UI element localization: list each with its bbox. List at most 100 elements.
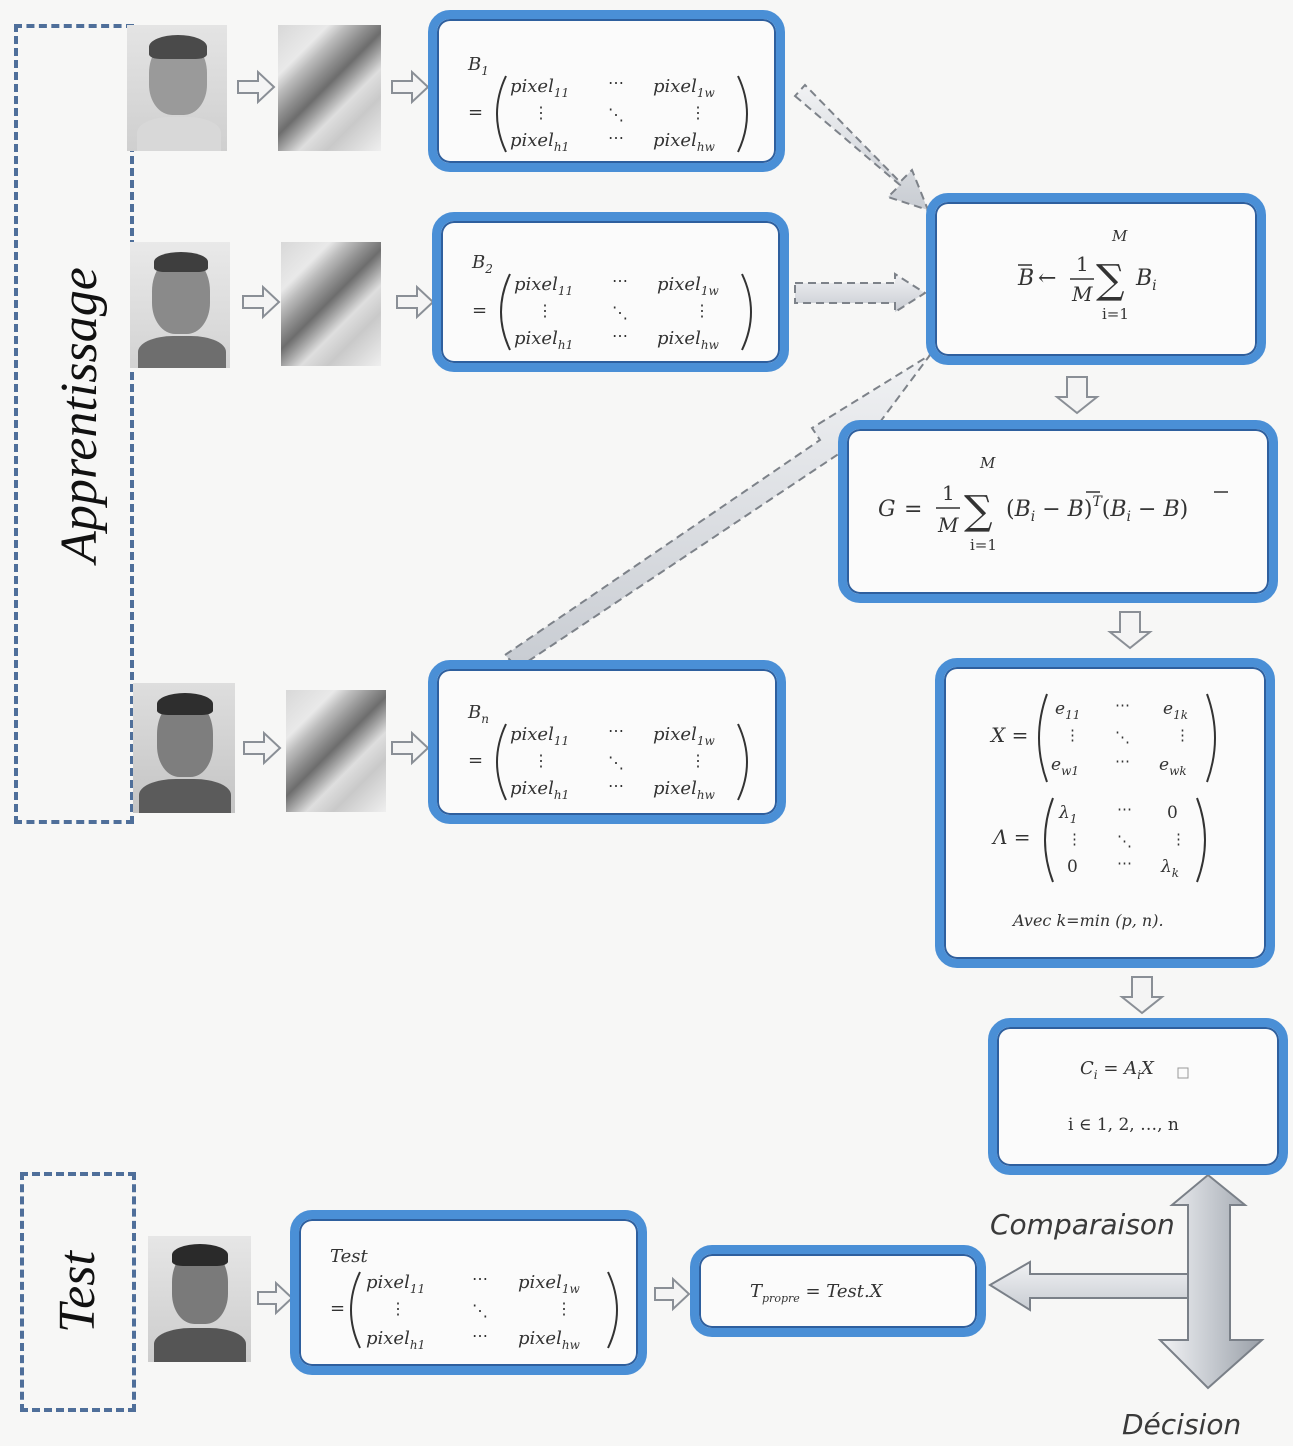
svg-text:pixel1w: pixel1w	[657, 274, 719, 298]
svg-text:⋯: ⋯	[1117, 854, 1132, 872]
svg-text:M: M	[979, 454, 996, 472]
dashed-arrow-b2-to-mean	[794, 272, 927, 314]
svg-text:pixel11: pixel11	[510, 724, 569, 748]
comparison-decision-arrow	[988, 1173, 1265, 1390]
svg-text:Λ =: Λ =	[991, 825, 1031, 849]
arrow-facetest-to-test	[257, 1280, 294, 1316]
dashed-arrow-bn-to-mean	[503, 354, 931, 670]
svg-text:pixelhw: pixelhw	[657, 328, 720, 352]
matrix-box-bn	[428, 660, 786, 824]
svg-text:B1: B1	[467, 54, 489, 78]
svg-text:∑: ∑	[1096, 257, 1125, 303]
svg-text:1: 1	[1076, 252, 1089, 276]
svg-text:B: B	[1017, 266, 1034, 291]
dashed-arrow-b1-to-mean	[793, 83, 930, 212]
svg-text:pixelh1: pixelh1	[510, 778, 569, 802]
rotated-image-2	[281, 242, 381, 366]
svg-text:pixel11: pixel11	[514, 274, 573, 298]
svg-text:⋱: ⋱	[608, 105, 624, 124]
svg-text:⋱: ⋱	[1115, 728, 1130, 746]
svg-text:⋯: ⋯	[1117, 800, 1132, 818]
svg-text:i=1: i=1	[970, 536, 997, 554]
arrow-rot2-to-b2	[396, 284, 435, 320]
svg-text:⋮: ⋮	[556, 1299, 572, 1318]
arrow-facen-to-rotn	[243, 730, 282, 766]
svg-text:⋮: ⋮	[1171, 830, 1186, 848]
svg-text:G: G	[878, 497, 896, 522]
svg-text:⋮: ⋮	[694, 301, 710, 320]
svg-text:pixel11: pixel11	[510, 76, 569, 100]
arrow-face1-to-rot1	[237, 69, 276, 105]
test-section-frame	[20, 1172, 136, 1412]
with-k-note: Avec k=min (p, n).	[1011, 911, 1164, 930]
svg-text:⋱: ⋱	[472, 1301, 488, 1320]
svg-text:Ci = AiX: Ci = AiX	[1080, 1058, 1155, 1082]
svg-text:⋯: ⋯	[612, 326, 628, 345]
covariance-box	[838, 420, 1278, 603]
arrow-mean-to-cov	[1054, 376, 1100, 415]
svg-text:⋯: ⋯	[472, 1326, 488, 1345]
face-image-1	[127, 25, 227, 151]
svg-text:i=1: i=1	[1102, 305, 1129, 323]
rotated-image-n	[286, 690, 386, 812]
test-matrix: Test = pixel11 ⋯ pixel1w ⋮ ⋱ ⋮ pixelh1 ⋯…	[330, 1246, 618, 1352]
svg-text:=: =	[330, 1298, 345, 1319]
matrix-bn: Bn = pixel11 ⋯ pixel1w ⋮ ⋱ ⋮ pixelh1 ⋯ p…	[467, 702, 748, 802]
svg-text:⋮: ⋮	[690, 751, 706, 770]
svg-text:B2: B2	[471, 252, 493, 276]
svg-text:pixelhw: pixelhw	[653, 130, 716, 154]
arrow-rot1-to-b1	[391, 69, 430, 105]
svg-text:λk: λk	[1160, 857, 1179, 880]
svg-text:⋯: ⋯	[608, 73, 624, 92]
svg-text:=: =	[468, 750, 483, 771]
svg-text:pixelh1: pixelh1	[514, 328, 573, 352]
svg-text:⋯: ⋯	[612, 271, 628, 290]
arrow-face2-to-rot2	[242, 284, 281, 320]
rotated-image-1	[278, 25, 381, 151]
svg-text:0: 0	[1167, 803, 1178, 823]
svg-text:⋯: ⋯	[1115, 696, 1130, 714]
svg-text:=: =	[468, 102, 483, 123]
svg-text:pixel1w: pixel1w	[518, 1272, 580, 1296]
eigen-formulas: X = e11 ⋯ e1k ⋮ ⋱ ⋮ ew1 ⋯ ewk Λ = λ1 ⋯ 0…	[989, 693, 1216, 930]
svg-text:⋮: ⋮	[537, 301, 553, 320]
arrow-rotn-to-bn	[391, 730, 430, 766]
svg-text:⋮: ⋮	[1067, 830, 1082, 848]
matrix-b2: B2 = pixel11 ⋯ pixel1w ⋮ ⋱ ⋮ pixelh1 ⋯ p…	[471, 252, 752, 352]
test-projection-formula: Tpropre = Test.X	[750, 1281, 884, 1305]
test-projection-box	[690, 1245, 986, 1337]
svg-text:⋮: ⋮	[690, 103, 706, 122]
svg-text:M: M	[1111, 227, 1128, 245]
mean-box	[926, 193, 1266, 365]
decision-label: Décision	[1122, 1408, 1242, 1441]
arrow-eig-to-proj	[1119, 976, 1165, 1015]
svg-text:ew1: ew1	[1051, 755, 1079, 778]
svg-text:⋯: ⋯	[608, 776, 624, 795]
svg-text:⋮: ⋮	[1175, 726, 1190, 744]
projection-box	[988, 1018, 1288, 1175]
svg-text:M: M	[1071, 282, 1093, 306]
svg-text:Test: Test	[330, 1246, 368, 1267]
svg-text:⋯: ⋯	[472, 1269, 488, 1288]
svg-text:(Bi − B)T(Bi − B): (Bi − B)T(Bi − B)	[1006, 494, 1188, 525]
svg-text:0: 0	[1067, 857, 1078, 877]
svg-text:X =: X =	[989, 723, 1028, 747]
covariance-formula: G = 1 M ∑ M i=1 (Bi − B)T(Bi − B)	[878, 454, 1228, 554]
svg-text:Bn: Bn	[467, 702, 489, 726]
svg-text:⋯: ⋯	[608, 721, 624, 740]
svg-text:⋮: ⋮	[1065, 726, 1080, 744]
svg-text:⋮: ⋮	[533, 751, 549, 770]
svg-text:⋱: ⋱	[1117, 832, 1132, 850]
svg-text:⋮: ⋮	[533, 103, 549, 122]
svg-text:←: ←	[1038, 266, 1056, 291]
matrix-box-b1	[428, 10, 785, 172]
comparison-label: Comparaison	[990, 1208, 1175, 1241]
projection-formula: Ci = AiX i ∈ 1, 2, …, n	[1068, 1058, 1189, 1135]
svg-text:pixel11: pixel11	[366, 1272, 425, 1296]
arrow-test-to-tpropre	[654, 1276, 691, 1312]
svg-text:pixelhw: pixelhw	[518, 1328, 581, 1352]
mean-formula: B ← 1 M ∑ M i=1 Bi	[1017, 227, 1157, 323]
svg-text:pixelhw: pixelhw	[653, 778, 716, 802]
svg-text:⋱: ⋱	[612, 303, 628, 322]
matrix-box-b2	[432, 212, 789, 372]
